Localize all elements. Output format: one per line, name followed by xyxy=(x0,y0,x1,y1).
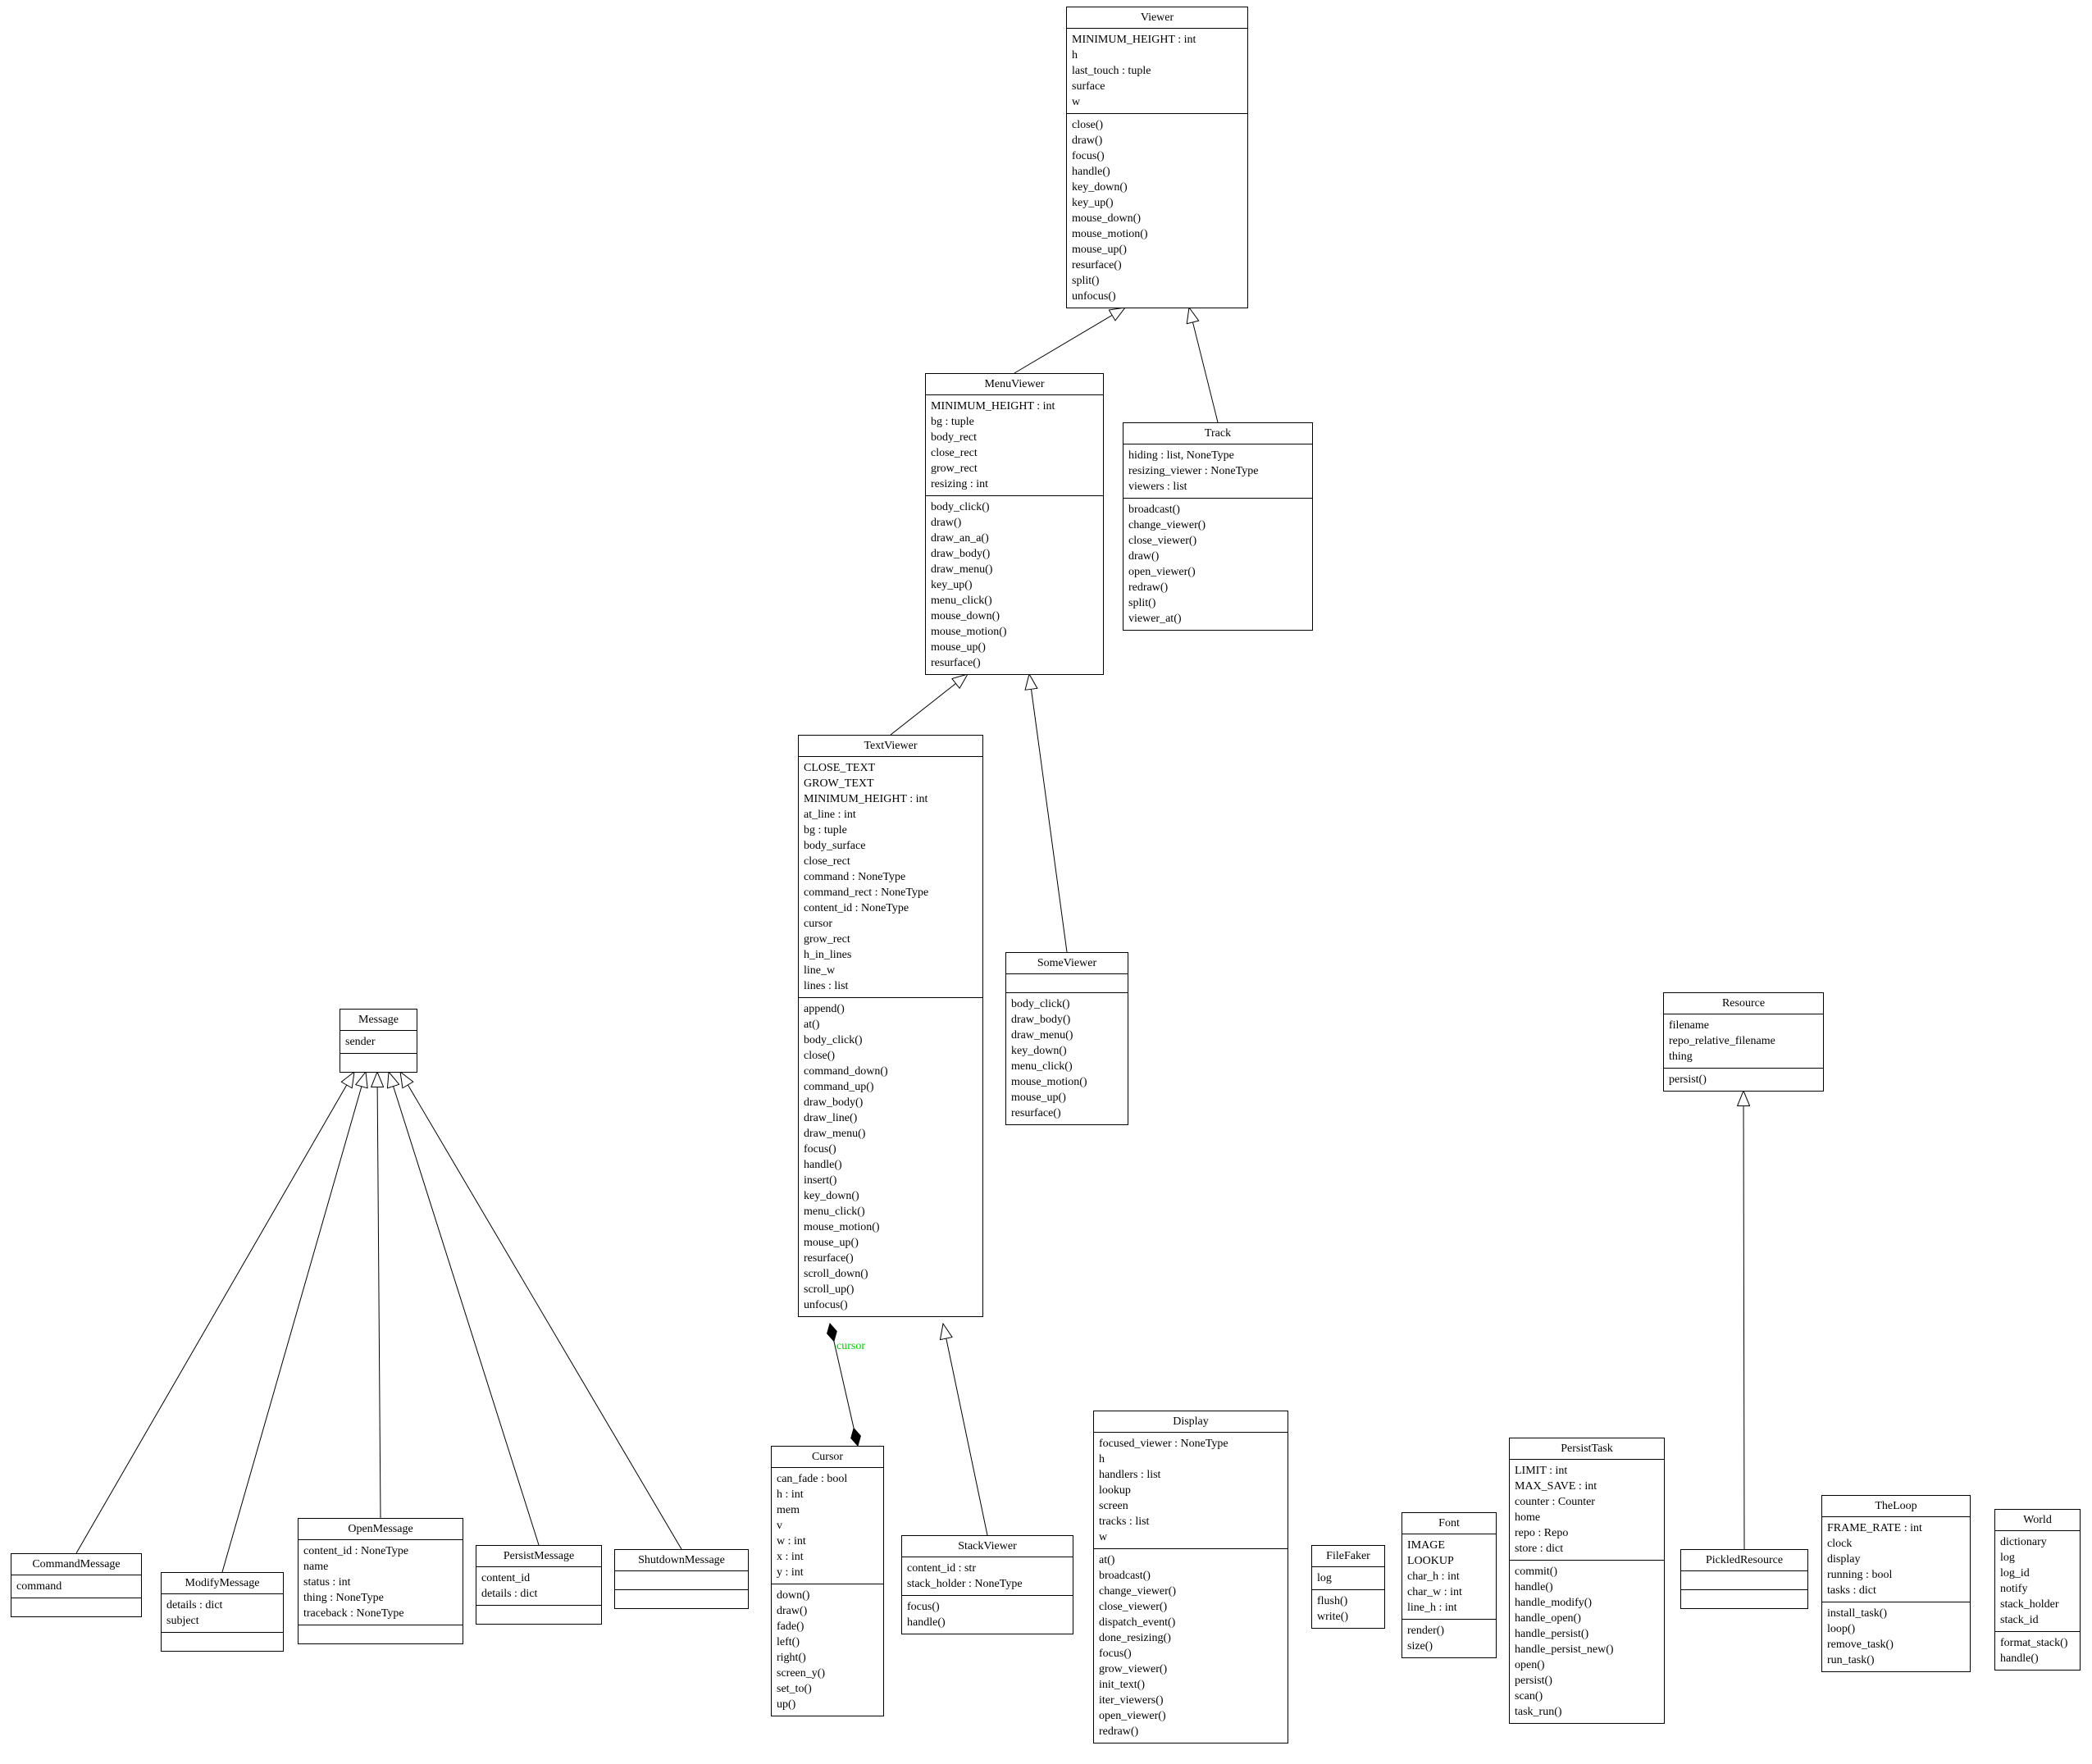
class-attributes: details : dict subject xyxy=(162,1594,283,1633)
class-attributes: MINIMUM_HEIGHT : int h last_touch : tupl… xyxy=(1067,29,1247,114)
class-attributes: hiding : list, NoneType resizing_viewer … xyxy=(1123,444,1312,499)
class-someviewer: SomeViewer body_click() draw_body() draw… xyxy=(1005,952,1128,1125)
class-title: Track xyxy=(1123,423,1312,444)
class-methods xyxy=(476,1606,601,1624)
class-display: Display focused_viewer : NoneType h hand… xyxy=(1093,1411,1288,1743)
class-title: World xyxy=(1995,1510,2080,1531)
class-theloop: TheLoop FRAME_RATE : int clock display r… xyxy=(1821,1495,1971,1672)
class-persistmessage: PersistMessage content_id details : dict xyxy=(476,1545,602,1625)
class-viewer: Viewer MINIMUM_HEIGHT : int h last_touch… xyxy=(1066,7,1248,308)
class-menuviewer: MenuViewer MINIMUM_HEIGHT : int bg : tup… xyxy=(925,373,1104,675)
class-title: Message xyxy=(340,1010,417,1031)
edge-commandmessage-extends-message xyxy=(75,1072,354,1554)
class-attributes: command xyxy=(11,1575,141,1598)
class-title: Cursor xyxy=(772,1447,883,1468)
class-attributes: content_id : str stack_holder : NoneType xyxy=(902,1557,1073,1596)
class-attributes: LIMIT : int MAX_SAVE : int counter : Cou… xyxy=(1510,1460,1664,1561)
class-title: PickledResource xyxy=(1681,1550,1807,1571)
class-methods: format_stack() handle() xyxy=(2000,1637,2068,1665)
class-stackviewer: StackViewer content_id : str stack_holde… xyxy=(901,1535,1073,1634)
class-attributes: filename repo_relative_filename thing xyxy=(1664,1014,1823,1069)
class-attributes xyxy=(1681,1571,1807,1590)
class-world: World dictionary log log_id notify stack… xyxy=(1994,1509,2081,1671)
class-attributes: log xyxy=(1312,1567,1384,1590)
class-attributes: IMAGE LOOKUP char_h : int char_w : int l… xyxy=(1402,1534,1496,1620)
edge-menuviewer-extends-viewer xyxy=(1014,308,1125,374)
class-methods: render() size() xyxy=(1407,1625,1445,1652)
class-methods: install_task() loop() remove_task() run_… xyxy=(1827,1607,1894,1666)
class-cursor: Cursor can_fade : bool h : int mem v w :… xyxy=(771,1446,884,1716)
class-methods: focus() handle() xyxy=(907,1601,946,1629)
class-title: TheLoop xyxy=(1822,1496,1970,1517)
edge-pickledresource-extends-resource xyxy=(1743,1091,1744,1550)
edge-stackviewer-extends-textviewer xyxy=(943,1324,988,1536)
class-methods xyxy=(615,1590,748,1608)
class-methods: body_click() draw_body() draw_menu() key… xyxy=(1011,998,1087,1119)
class-shutdownmessage: ShutdownMessage xyxy=(614,1549,749,1609)
class-attributes xyxy=(615,1571,748,1590)
class-methods xyxy=(11,1598,141,1616)
class-attributes: sender xyxy=(340,1031,417,1054)
edge-someviewer-extends-menuviewer xyxy=(1029,674,1068,953)
association-label-cursor: cursor xyxy=(836,1340,865,1352)
class-attributes: content_id : NoneType name status : int … xyxy=(299,1540,463,1625)
class-font: Font IMAGE LOOKUP char_h : int char_w : … xyxy=(1402,1512,1497,1658)
class-commandmessage: CommandMessage command xyxy=(11,1553,142,1617)
class-title: ShutdownMessage xyxy=(615,1550,748,1571)
class-title: PersistMessage xyxy=(476,1546,601,1567)
class-attributes: MINIMUM_HEIGHT : int bg : tuple body_rec… xyxy=(926,395,1103,496)
class-attributes: FRAME_RATE : int clock display running :… xyxy=(1822,1517,1970,1602)
class-title: Display xyxy=(1094,1411,1288,1433)
edge-modifymessage-extends-message xyxy=(221,1072,366,1573)
class-title: FileFaker xyxy=(1312,1546,1384,1567)
class-methods xyxy=(299,1625,463,1643)
class-attributes: content_id details : dict xyxy=(476,1567,601,1606)
class-title: StackViewer xyxy=(902,1536,1073,1557)
class-openmessage: OpenMessage content_id : NoneType name s… xyxy=(298,1518,463,1644)
class-attributes xyxy=(1006,974,1128,993)
class-title: MenuViewer xyxy=(926,374,1103,395)
class-methods: persist() xyxy=(1669,1073,1707,1086)
class-attributes: can_fade : bool h : int mem v w : int x … xyxy=(772,1468,883,1584)
class-methods: close() draw() focus() handle() key_down… xyxy=(1072,119,1148,303)
class-methods xyxy=(1681,1590,1807,1608)
class-attributes: focused_viewer : NoneType h handlers : l… xyxy=(1094,1433,1288,1549)
class-title: Font xyxy=(1402,1513,1496,1534)
class-modifymessage: ModifyMessage details : dict subject xyxy=(161,1572,284,1652)
class-title: Resource xyxy=(1664,993,1823,1014)
class-filefaker: FileFaker log flush() write() xyxy=(1311,1545,1385,1629)
edge-textviewer-extends-menuviewer xyxy=(890,674,968,736)
class-methods: flush() write() xyxy=(1317,1595,1349,1623)
class-title: Viewer xyxy=(1067,7,1247,29)
class-resource: Resource filename repo_relative_filename… xyxy=(1663,992,1824,1092)
class-methods: at() broadcast() change_viewer() close_v… xyxy=(1099,1554,1177,1738)
edge-track-extends-viewer xyxy=(1189,308,1219,423)
class-title: SomeViewer xyxy=(1006,953,1128,974)
class-message: Message sender xyxy=(340,1009,417,1073)
class-textviewer: TextViewer CLOSE_TEXT GROW_TEXT MINIMUM_… xyxy=(798,735,983,1317)
class-title: TextViewer xyxy=(799,736,982,757)
class-persisttask: PersistTask LIMIT : int MAX_SAVE : int c… xyxy=(1509,1438,1665,1724)
class-title: OpenMessage xyxy=(299,1519,463,1540)
class-title: ModifyMessage xyxy=(162,1573,283,1594)
edge-openmessage-extends-message xyxy=(377,1072,381,1519)
class-methods xyxy=(340,1054,417,1072)
class-attributes: CLOSE_TEXT GROW_TEXT MINIMUM_HEIGHT : in… xyxy=(799,757,982,998)
edge-shutdownmessage-extends-message xyxy=(400,1072,682,1550)
class-methods: broadcast() change_viewer() close_viewer… xyxy=(1128,504,1206,625)
class-title: CommandMessage xyxy=(11,1554,141,1575)
class-methods: body_click() draw() draw_an_a() draw_bod… xyxy=(931,501,1007,669)
class-pickledresource: PickledResource xyxy=(1680,1549,1808,1609)
class-track: Track hiding : list, NoneType resizing_v… xyxy=(1123,422,1313,631)
edge-cursor-composition-textviewer xyxy=(830,1324,858,1446)
class-methods: commit() handle() handle_modify() handle… xyxy=(1515,1566,1614,1718)
class-title: PersistTask xyxy=(1510,1438,1664,1460)
class-methods xyxy=(162,1633,283,1651)
edge-persistmessage-extends-message xyxy=(389,1072,540,1546)
class-attributes: dictionary log log_id notify stack_holde… xyxy=(1995,1531,2080,1632)
class-methods: append() at() body_click() close() comma… xyxy=(804,1003,888,1311)
class-methods: down() draw() fade() left() right() scre… xyxy=(777,1589,826,1711)
